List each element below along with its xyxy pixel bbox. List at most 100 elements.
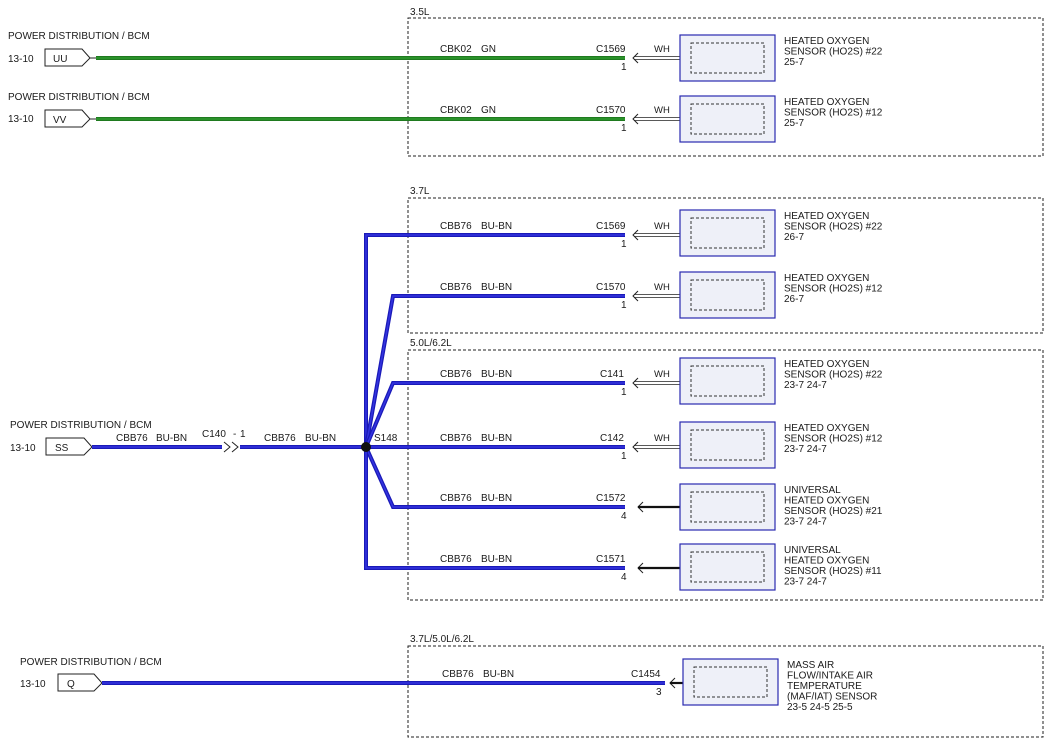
source-pin: VV — [53, 115, 67, 126]
wire-circuit-label: CBB76 — [440, 554, 472, 565]
wire-row-1: CBK02 GN C1569 1 WH — [440, 44, 680, 73]
component-label-line: (MAF/IAT) SENSOR — [787, 692, 877, 703]
source-title: POWER DISTRIBUTION / BCM — [10, 420, 152, 431]
component-label-line: SENSOR (HO2S) #22 — [784, 47, 883, 58]
connector-pin-label: 1 — [621, 300, 627, 311]
source-wire-circuit: CBB76 — [116, 433, 148, 444]
wire-color-label: BU-BN — [481, 433, 512, 444]
source-title: POWER DISTRIBUTION / BCM — [20, 657, 162, 668]
component-label-line: MASS AIR — [787, 660, 834, 671]
region-label-3-5l: 3.5L — [410, 7, 430, 18]
wire-color-label: GN — [481, 44, 496, 55]
source-terminal — [44, 109, 91, 128]
wire-color-label: BU-BN — [481, 493, 512, 504]
component-label-line: 23-7 24-7 — [784, 517, 827, 528]
pigtail-color-label: WH — [654, 44, 670, 55]
wire-color-label: GN — [481, 105, 496, 116]
source-q: POWER DISTRIBUTION / BCM 13-10 Q — [20, 657, 162, 692]
component-label-line: HEATED OXYGEN — [784, 273, 869, 284]
region-label-5-0l-6-2l: 5.0L/6.2L — [410, 338, 452, 349]
pigtail-color-label: WH — [654, 369, 670, 380]
wire-circuit-label: CBB76 — [440, 282, 472, 293]
region-label-3-7l: 3.7L — [410, 186, 430, 197]
connector-label: C141 — [600, 369, 624, 380]
component-label-line: 26-7 — [784, 294, 804, 305]
connector-mark — [632, 441, 639, 453]
component-label-line: 23-7 24-7 — [784, 380, 827, 391]
pigtail-color-label: WH — [654, 282, 670, 293]
source-page-ref: 13-10 — [8, 114, 34, 125]
connector-mark — [632, 113, 639, 125]
source-terminal — [45, 437, 93, 456]
wire-color-label: BU-BN — [481, 221, 512, 232]
wire-circuit-label: CBB76 — [440, 221, 472, 232]
inline-connector-pin: 1 — [240, 429, 246, 440]
pigtail-color-label: WH — [654, 433, 670, 444]
component-label-line: HEATED OXYGEN — [784, 97, 869, 108]
region-5-0l-6-2l — [407, 349, 1044, 601]
source-ss: POWER DISTRIBUTION / BCM 13-10 SS — [10, 420, 152, 456]
component-label-line: UNIVERSAL — [784, 545, 841, 556]
component-label-line: 25-7 — [784, 57, 804, 68]
source-page-ref: 13-10 — [8, 54, 34, 65]
inline-connector-name: C140 — [202, 429, 226, 440]
component-label-line: 25-7 — [784, 118, 804, 129]
component-label-line: SENSOR (HO2S) #22 — [784, 370, 883, 381]
connector-label: C1570 — [596, 105, 626, 116]
source-terminal — [44, 48, 91, 67]
connector-label: C1454 — [631, 669, 661, 680]
source-terminal — [57, 673, 103, 692]
wire-color-label: BU-BN — [481, 282, 512, 293]
component-label-line: HEATED OXYGEN — [784, 359, 869, 370]
connector-label: C1571 — [596, 554, 626, 565]
component-label-line: SENSOR (HO2S) #22 — [784, 222, 883, 233]
region-3-5l — [407, 17, 1044, 157]
wire-circuit-label: CBB76 — [440, 493, 472, 504]
pigtail-color-label: WH — [654, 105, 670, 116]
inline-connector-c140: C140 - 1 — [202, 429, 246, 453]
source-title: POWER DISTRIBUTION / BCM — [8, 31, 150, 42]
region-3-7l-5-0l-6-2l — [407, 645, 1044, 738]
source-page-ref: 13-10 — [20, 679, 46, 690]
source-pin: UU — [53, 54, 67, 65]
connector-pin-label: 1 — [621, 451, 627, 462]
component-label-line: 26-7 — [784, 232, 804, 243]
connector-mark — [632, 290, 639, 302]
connector-label: C1569 — [596, 44, 626, 55]
component-label-line: SENSOR (HO2S) #11 — [784, 566, 882, 577]
source-page-ref: 13-10 — [10, 443, 36, 454]
component-label-line: TEMPERATURE — [787, 681, 862, 692]
connector-pin-label: 1 — [621, 239, 627, 250]
connector-pin-label: 1 — [621, 62, 627, 73]
component-label-line: SENSOR (HO2S) #12 — [784, 434, 883, 445]
trunk-wire-color: BU-BN — [305, 433, 336, 444]
connector-pin-label: 3 — [656, 687, 662, 698]
connector-mark — [632, 377, 639, 389]
component-label-line: HEATED OXYGEN — [784, 556, 869, 567]
source-pin: Q — [67, 679, 75, 690]
component-label-line: FLOW/INTAKE AIR — [787, 671, 873, 682]
component-label-line: SENSOR (HO2S) #12 — [784, 284, 883, 295]
component-label-line: SENSOR (HO2S) #21 — [784, 506, 883, 517]
wire-circuit-label: CBB76 — [440, 369, 472, 380]
connector-pin-label: 4 — [621, 511, 627, 522]
component-label-line: HEATED OXYGEN — [784, 36, 869, 47]
component-label-line: HEATED OXYGEN — [784, 496, 869, 507]
branch-1 — [364, 233, 625, 447]
wire-circuit-label: CBK02 — [440, 44, 472, 55]
region-label-3-7l-5-0l-6-2l: 3.7L/5.0L/6.2L — [410, 634, 474, 645]
splice-label: S148 — [374, 433, 398, 444]
wire-circuit-label: CBK02 — [440, 105, 472, 116]
